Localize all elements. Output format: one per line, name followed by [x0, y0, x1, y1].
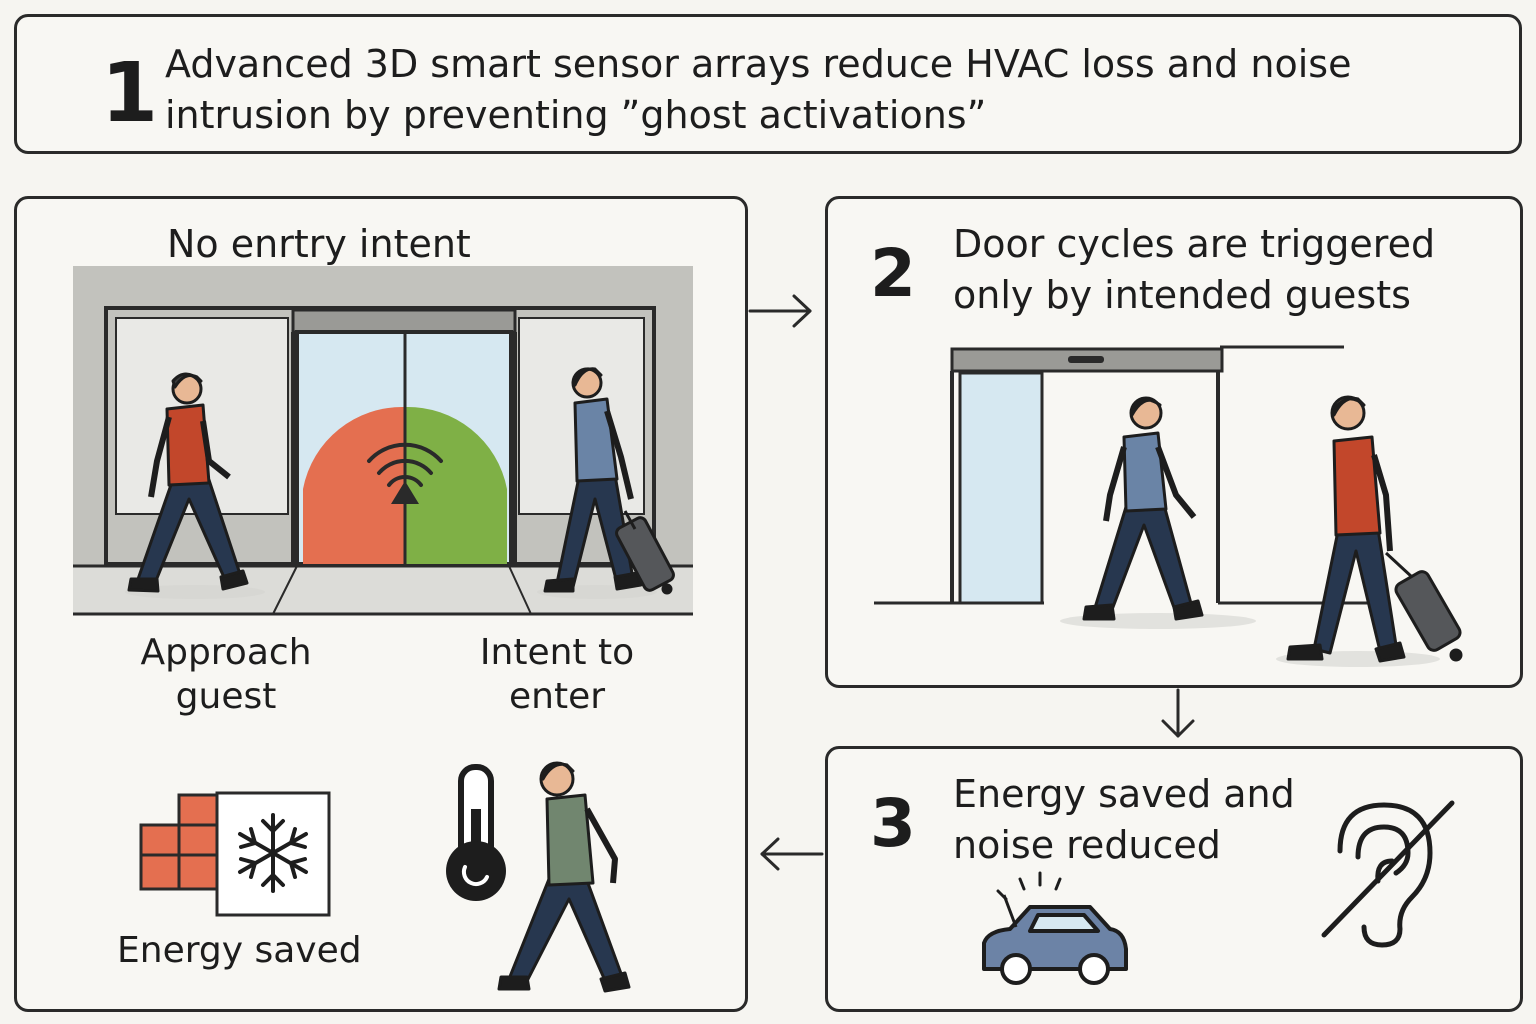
step-2-panel: 2 Door cycles are triggered only by inte… — [825, 196, 1523, 688]
sensor-zone-right — [405, 406, 507, 564]
label-energy-saved: Energy saved — [117, 930, 362, 971]
door-scene — [874, 345, 1463, 667]
entering-guest — [537, 367, 675, 599]
entrance-scene — [73, 266, 693, 993]
walking-person — [497, 761, 631, 993]
header-title: Advanced 3D smart sensor arrays reduce H… — [165, 42, 1352, 137]
guest-with-luggage — [1276, 395, 1463, 667]
step-3-text: Energy saved and noise reduced — [953, 772, 1295, 867]
car-icon — [982, 871, 1128, 985]
sensor-zone-left — [303, 406, 405, 564]
left-panel: No enrtry intent — [14, 196, 748, 1012]
left-panel-title: No enrtry intent — [167, 222, 471, 266]
step-2-text: Door cycles are triggered only by intend… — [953, 222, 1436, 317]
step-3-number: 3 — [870, 785, 916, 862]
snowflake-icon — [238, 813, 308, 893]
label-intent-to-enter: Intent to enter — [479, 632, 635, 717]
guest-through-door — [1060, 396, 1256, 629]
wifi-sensor-icon — [367, 442, 443, 504]
ear-crossed-icon — [1321, 800, 1455, 948]
step-3-icons — [982, 800, 1455, 985]
step-1-number: 1 — [101, 46, 159, 141]
header-panel: 1 Advanced 3D smart sensor arrays reduce… — [14, 14, 1522, 154]
label-approach-guest: Approach guest — [140, 632, 312, 717]
thermometer-icon — [446, 764, 506, 901]
step-3-panel: 3 Energy saved and noise reduced — [825, 746, 1523, 1012]
approaching-guest — [125, 372, 265, 599]
brick-wall-icon — [139, 793, 219, 891]
step-2-number: 2 — [870, 235, 916, 312]
